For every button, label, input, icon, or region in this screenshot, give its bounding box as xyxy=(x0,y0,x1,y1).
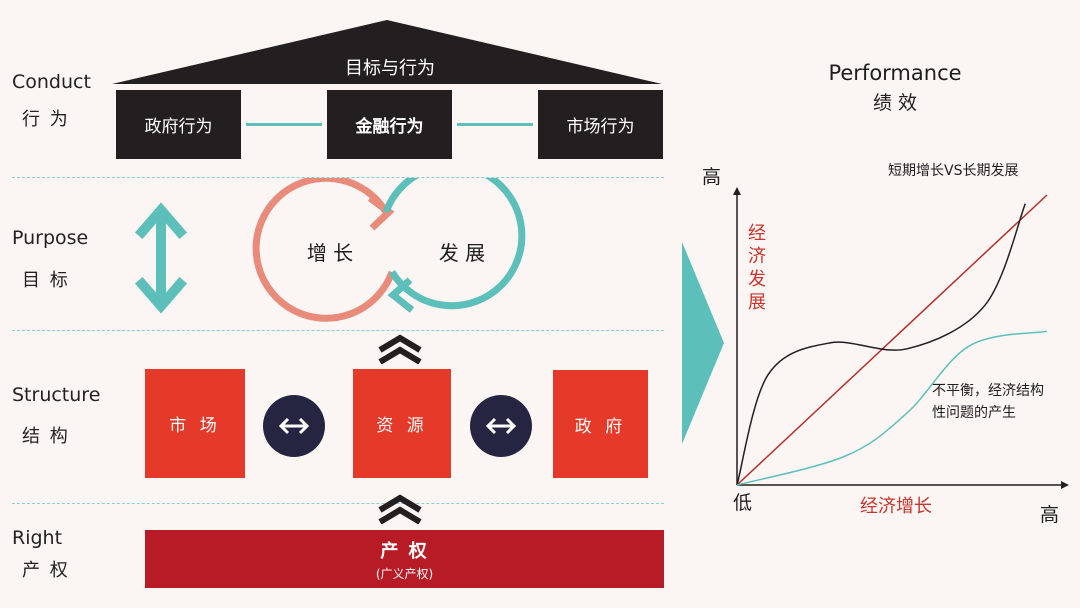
conduct-label-en: Conduct xyxy=(12,71,91,93)
structure-label-en: Structure xyxy=(12,384,101,406)
rights-subtitle: (广义产权) xyxy=(375,566,434,581)
growth-development-cycle xyxy=(252,178,526,322)
y-axis-high-label: 高 xyxy=(702,166,722,188)
structure-label-zh: 结 构 xyxy=(22,426,70,447)
structure-box-government: 政 府 xyxy=(553,370,648,478)
up-down-arrow-icon xyxy=(134,202,188,314)
performance-label-en: Performance xyxy=(828,61,962,85)
purpose-label-en: Purpose xyxy=(12,227,89,249)
chart-title: 短期增长VS长期发展 xyxy=(888,163,1019,179)
exchange-circle-2 xyxy=(470,395,532,457)
cycle-development-label: 发 展 xyxy=(438,240,486,265)
conduct-box-government: 政府行为 xyxy=(116,90,241,159)
right-label-en: Right xyxy=(12,527,63,549)
roof-triangle xyxy=(112,20,662,84)
x-axis-arrowhead xyxy=(1061,481,1069,489)
big-right-arrow-icon xyxy=(682,242,724,444)
double-arrow-icon xyxy=(278,417,310,435)
divider-2 xyxy=(12,330,664,331)
cycle-growth-label: 增 长 xyxy=(306,240,354,265)
conduct-box-market: 市场行为 xyxy=(538,90,663,159)
chart-series-line-3 xyxy=(736,330,1048,486)
chevron-up-icon xyxy=(378,334,422,364)
performance-chart xyxy=(733,187,1069,489)
x-axis-low-label: 低 xyxy=(733,492,753,514)
conduct-box-finance: 金融行为 xyxy=(327,90,452,159)
chart-lines xyxy=(736,194,1048,486)
chart-axes xyxy=(733,187,1069,489)
chart-annotation: 不平衡，经济结构 性问题的产生 xyxy=(932,380,1044,424)
x-axis-high-label: 高 xyxy=(1040,504,1060,526)
exchange-circle-1 xyxy=(263,395,325,457)
connector-line-1 xyxy=(246,123,322,126)
conduct-label-zh: 行 为 xyxy=(22,109,70,130)
connector-line-2 xyxy=(457,123,533,126)
structure-box-market: 市 场 xyxy=(145,369,245,478)
property-rights-bar: 产 权 (广义产权) xyxy=(145,530,664,588)
chart-annotation-line-1: 不平衡，经济结构 xyxy=(932,383,1044,399)
y-axis-arrowhead xyxy=(733,187,741,195)
chart-series-line-1 xyxy=(736,194,1048,486)
double-arrow-icon xyxy=(485,417,517,435)
purpose-label-zh: 目 标 xyxy=(22,270,70,291)
roof-label: 目标与行为 xyxy=(345,58,435,79)
chart-series-line-2 xyxy=(736,203,1026,486)
structure-box-resources: 资 源 xyxy=(353,369,451,478)
performance-label-zh: 绩 效 xyxy=(872,91,918,114)
rights-title: 产 权 xyxy=(380,541,429,562)
right-label-zh: 产 权 xyxy=(22,560,70,581)
divider-3 xyxy=(12,503,664,504)
chart-annotation-line-2: 性问题的产生 xyxy=(932,405,1016,421)
y-axis-label: 经济发展 xyxy=(748,223,766,313)
chevron-up-icon-2 xyxy=(378,494,422,524)
x-axis-label: 经济增长 xyxy=(860,496,932,517)
